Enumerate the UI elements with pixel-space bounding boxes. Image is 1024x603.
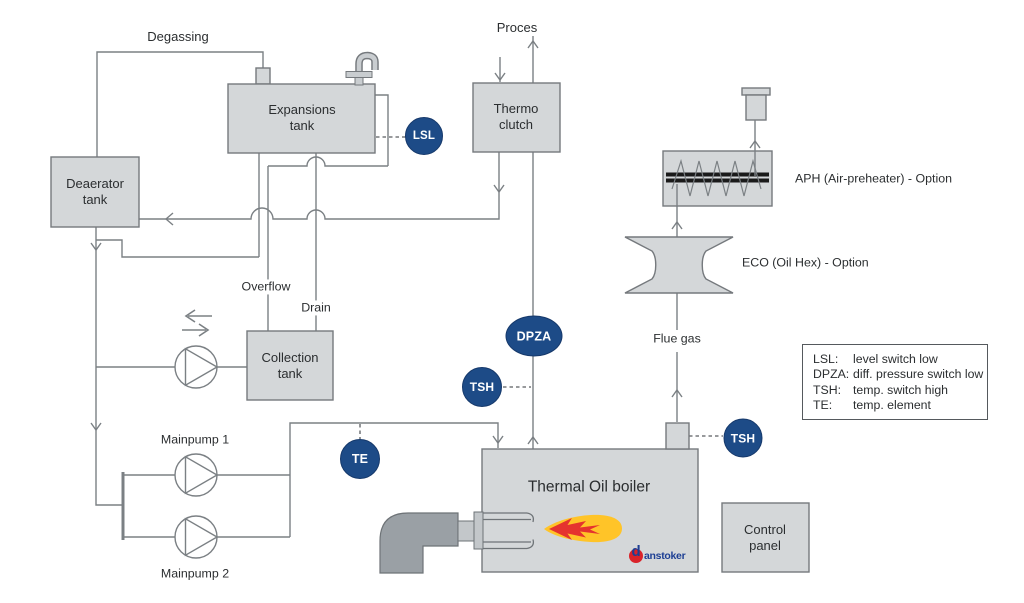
legend-def: temp. element (853, 398, 931, 413)
flow-arrowheads (90, 39, 761, 445)
deaerator-tank-label: Deaerator tank (66, 176, 124, 207)
legend-box: LSL: level switch low DPZA: diff. pressu… (802, 344, 988, 420)
instrument-te: TE (340, 439, 380, 479)
instrument-tsh-flue: TSH (723, 418, 763, 458)
danstoker-logo: d anstoker (629, 543, 703, 567)
thermo-clutch-box (472, 82, 561, 153)
legend-row: DPZA: diff. pressure switch low (813, 367, 987, 382)
burner-lances (483, 512, 535, 550)
aph-option-label: APH (Air-preheater) - Option (795, 171, 953, 186)
control-panel-box (721, 502, 810, 573)
flue-gas-label: Flue gas (650, 331, 704, 347)
vent-hook (345, 51, 379, 86)
logo-circle-icon (629, 549, 643, 563)
flue-outlet-box (665, 422, 690, 450)
legend-abbr: DPZA: (813, 367, 850, 382)
equipment-shapes (50, 67, 810, 573)
eco-option-label: ECO (Oil Hex) - Option (742, 255, 869, 270)
logo-text: anstoker (644, 550, 686, 562)
collection-pump-symbol (174, 345, 219, 389)
legend-abbr: TE: (813, 398, 833, 413)
burner-elbow (379, 512, 459, 574)
legend-def: diff. pressure switch low (853, 367, 984, 382)
expansion-tank-nozzle (255, 67, 271, 85)
logo-d: d (631, 543, 641, 560)
legend-row: LSL: level switch low (813, 352, 987, 367)
burner-assembly (379, 511, 622, 574)
circulation-arrows-icon (182, 309, 212, 337)
eco-shape (624, 236, 734, 294)
collection-tank-label: Collection tank (261, 350, 319, 381)
instrument-tsh-oil: TSH (462, 367, 502, 407)
legend-abbr: TSH: (813, 382, 842, 397)
pump-symbols (174, 345, 219, 559)
collection-tank-box (246, 330, 334, 401)
boiler-box (481, 448, 699, 573)
legend-def: level switch low (853, 352, 938, 366)
control-panel-label: Control panel (744, 522, 786, 553)
aph-coil (671, 158, 762, 197)
legend-row: TE: temp. element (813, 398, 987, 413)
mainpump1-symbol (174, 453, 219, 497)
mainpump2-label: Mainpump 2 (160, 566, 230, 581)
pipe-lines (95, 36, 678, 540)
flame-inner (549, 518, 600, 540)
legend-row: TSH: temp. switch high (813, 383, 987, 398)
thermo-clutch-label: Thermo clutch (493, 101, 539, 132)
instrument-dpza: DPZA (505, 315, 563, 357)
boiler-label: Thermal Oil boiler (527, 478, 651, 496)
drain-label: Drain (298, 300, 334, 316)
overflow-label: Overflow (238, 279, 294, 295)
deaerator-tank-box (50, 156, 140, 228)
proces-label: Proces (496, 20, 538, 36)
degassing-label: Degassing (147, 29, 209, 45)
mainpump1-label: Mainpump 1 (160, 432, 230, 447)
instrument-lead-lines (359, 136, 723, 439)
chimney-cap (741, 87, 771, 96)
expansion-tank-box (227, 83, 376, 154)
legend-def: temp. switch high (853, 382, 949, 397)
mainpump2-symbol (174, 515, 219, 559)
instrument-lsl: LSL (405, 117, 443, 155)
aph-internals (666, 120, 769, 206)
legend-abbr: LSL: (813, 352, 839, 366)
expansion-tank-label: Expansions tank (268, 102, 336, 133)
chimney-body (745, 94, 767, 121)
